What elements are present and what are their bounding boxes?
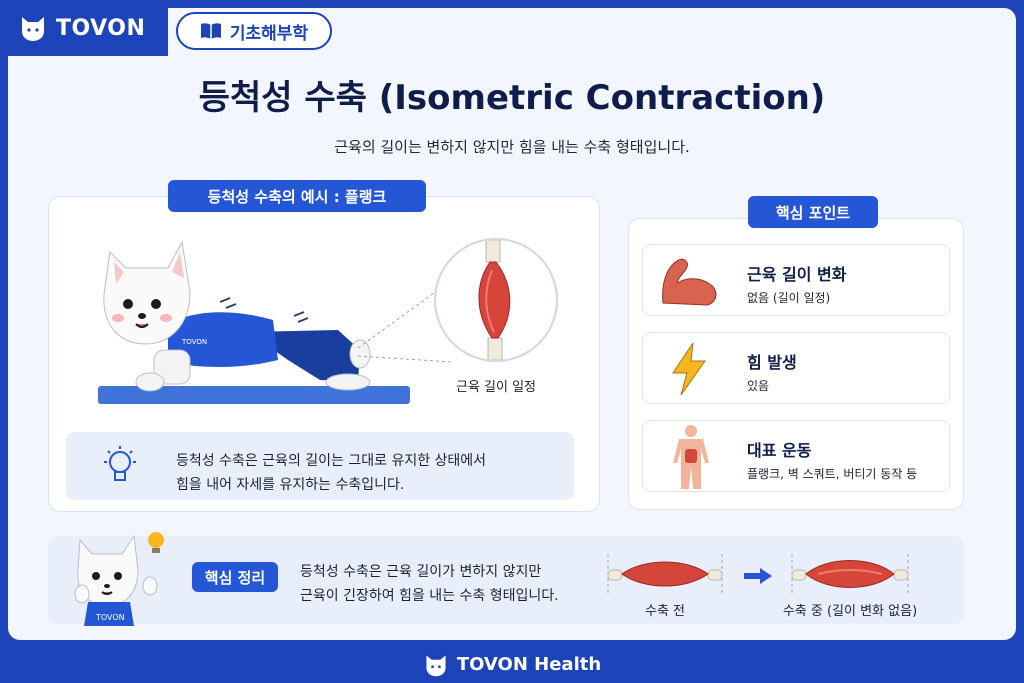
example-heading: 등척성 수축의 예시 : 플랭크 [168,180,426,212]
summary-label: 핵심 정리 [192,562,278,592]
key-point-desc: 없음 (길이 일정) [747,291,831,305]
muscle-during-icon [791,554,909,594]
plank-mascot: TOVON [103,240,371,392]
brand-name: TOVON [56,15,146,41]
after-caption: 수축 중 (길이 변화 없음) [782,604,918,619]
lightning-icon [672,342,706,396]
flexed-arm-icon [662,258,717,306]
key-point-title: 근육 길이 변화 [747,265,847,284]
muscle-magnifier [434,238,558,362]
key-point-title: 대표 운동 [747,441,812,460]
footer: TOVON Health [0,646,1024,683]
cat-logo-icon [426,654,446,676]
before-caption: 수축 전 [644,604,685,619]
page-title: 등척성 수축 (Isometric Contraction) [198,78,826,118]
key-points-heading: 핵심 포인트 [748,196,878,228]
mascot-shirt-text: TOVON [95,613,125,622]
pointing-mascot: TOVON [74,532,164,626]
brand-logo: TOVON [0,0,168,56]
muscle-before-icon [607,554,723,594]
info-line-1: 등척성 수축은 근육의 길이는 그대로 유지한 상태에서 [176,453,487,469]
summary-text: 등척성 수축은 근육 길이가 변하지 않지만 근육이 긴장하여 힘을 내는 수축… [300,560,600,608]
exercise-mat [98,386,410,404]
key-point-card: 근육 길이 변화 없음 (길이 일정) [642,244,950,316]
example-info-box [66,432,574,500]
key-point-desc: 플랭크, 벽 스쿼트, 버티기 동작 등 [747,467,918,481]
key-point-desc: 있음 [747,379,770,393]
footer-text: TOVON Health [456,654,602,675]
topic-label: 기초해부학 [229,23,309,44]
lightbulb-icon [104,446,136,481]
summary-line-2: 근육이 긴장하여 힘을 내는 수축 형태입니다. [300,588,559,604]
arrow-right-icon [744,568,772,584]
page-subtitle: 근육의 길이는 변하지 않지만 힘을 내는 수축 형태입니다. [334,138,690,156]
summary-line-1: 등척성 수축은 근육 길이가 변하지 않지만 [300,564,542,580]
book-icon [200,23,221,39]
key-point-title: 힘 발생 [747,353,797,372]
cat-logo-icon [22,17,44,41]
topic-badge: 기초해부학 [176,12,332,50]
key-point-card: 대표 운동 플랭크, 벽 스쿼트, 버티기 동작 등 [642,420,950,492]
info-line-2: 힘을 내어 자세를 유지하는 수축입니다. [176,477,405,493]
shirt-text: TOVON [181,338,207,346]
example-info-text: 등척성 수축은 근육의 길이는 그대로 유지한 상태에서 힘을 내어 자세를 유… [176,449,556,497]
human-body-icon [673,425,709,489]
muscle-caption: 근육 길이 일정 [455,380,537,395]
muscle-closeup-icon [478,240,511,360]
key-point-card: 힘 발생 있음 [642,332,950,404]
